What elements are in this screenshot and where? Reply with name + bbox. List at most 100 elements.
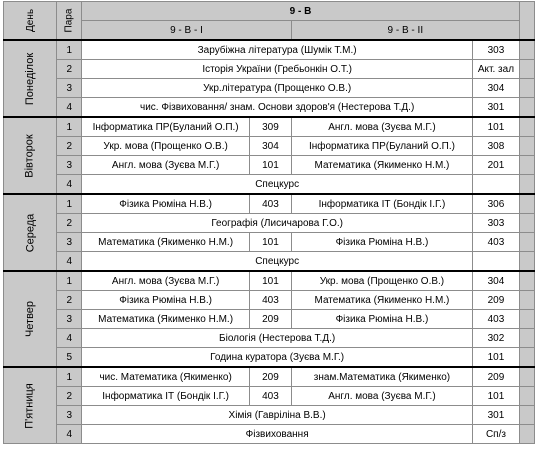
subject-cell-group2: Укр. мова (Прощенко О.В.) <box>290 270 474 291</box>
day-name-cell: Середа <box>2 193 58 272</box>
spare-cell <box>518 213 535 233</box>
subject-cell-group2: Математика (Якименко Н.М.) <box>290 290 474 310</box>
spare-cell <box>518 405 535 425</box>
pair-number: 4 <box>56 251 83 272</box>
subject-cell-group1: чис. Математика (Якименко) <box>81 366 251 387</box>
subject-cell: Спецкурс <box>81 251 474 272</box>
room-cell-group1: 403 <box>249 193 292 214</box>
room-cell-group1: 101 <box>249 232 292 252</box>
spare-cell <box>518 386 535 406</box>
room-cell: 303 <box>472 39 520 60</box>
room-cell-group2: 101 <box>472 116 520 137</box>
room-cell-group2: 101 <box>472 386 520 406</box>
spare-cell <box>518 290 535 310</box>
room-cell-group2: 304 <box>472 270 520 291</box>
subject-cell: Укр.література (Прощенко О.В.) <box>81 78 474 98</box>
header-spare-cell <box>518 1 535 41</box>
room-cell-group1: 304 <box>249 136 292 156</box>
subject-cell-group2: Англ. мова (Зуєва М.Г.) <box>290 116 474 137</box>
pair-number: 2 <box>56 386 83 406</box>
room-cell: 301 <box>472 405 520 425</box>
header-row-top: День Пара 9 - В <box>2 1 535 41</box>
spare-cell <box>518 232 535 252</box>
day-name: Вівторок <box>24 133 37 178</box>
room-cell: Акт. зал <box>472 59 520 79</box>
spare-cell <box>518 59 535 79</box>
room-cell <box>472 251 520 272</box>
subject-cell-group1: Укр. мова (Прощенко О.В.) <box>81 136 251 156</box>
day-name: Четвер <box>24 300 37 338</box>
pair-number: 2 <box>56 290 83 310</box>
room-cell: 303 <box>472 213 520 233</box>
subject-cell: Фізвиховання <box>81 424 474 444</box>
pair-number: 4 <box>56 328 83 348</box>
pair-number: 3 <box>56 155 83 175</box>
spare-cell <box>518 309 535 329</box>
header-row-groups: 9 - В - І 9 - В - ІІ <box>4 20 535 41</box>
pair-number: 2 <box>56 59 83 79</box>
room-cell-group2: 201 <box>472 155 520 175</box>
spare-cell <box>518 270 535 291</box>
pair-number: 2 <box>56 136 83 156</box>
spare-cell <box>518 424 535 444</box>
subject-cell: Географія (Лисичарова Г.О.) <box>81 213 474 233</box>
room-cell-group1: 309 <box>249 116 292 137</box>
spare-cell <box>518 174 535 195</box>
pair-number: 1 <box>56 366 83 387</box>
pair-number: 4 <box>56 424 83 444</box>
subject-cell-group1: Фізика Рюміна Н.В.) <box>81 290 251 310</box>
room-cell-group2: 308 <box>472 136 520 156</box>
pair-number: 2 <box>56 213 83 233</box>
spare-cell <box>518 193 535 214</box>
spare-cell <box>518 116 535 137</box>
day-name: П'ятниця <box>24 382 37 429</box>
subject-cell-group2: Інформатика ІТ (Бондік І.Г.) <box>290 193 474 214</box>
room-cell-group2: 403 <box>472 232 520 252</box>
room-cell-group2: 209 <box>472 290 520 310</box>
pair-number: 1 <box>56 193 83 214</box>
pair-number: 3 <box>56 405 83 425</box>
day-name-cell: Вівторок <box>2 116 58 195</box>
subject-cell-group1: Інформатика ІТ (Бондік І.Г.) <box>81 386 251 406</box>
subject-cell-group1: Англ. мова (Зуєва М.Г.) <box>81 270 251 291</box>
room-cell-group1: 101 <box>249 270 292 291</box>
day-name: Середа <box>24 213 37 252</box>
subject-cell: Спецкурс <box>81 174 474 195</box>
group-header-1: 9 - В - І <box>81 20 292 41</box>
spare-cell <box>518 155 535 175</box>
subject-cell-group1: Математика (Якименко Н.М.) <box>81 309 251 329</box>
subject-cell: Зарубіжна література (Шумік Т.М.) <box>81 39 474 60</box>
group-header-2: 9 - В - ІІ <box>290 20 520 41</box>
room-cell: 302 <box>472 328 520 348</box>
room-cell-group1: 209 <box>249 366 292 387</box>
pair-column-header: Пара <box>56 1 83 41</box>
subject-cell-group2: Математика (Якименко Н.М.) <box>290 155 474 175</box>
day-column-header: День <box>2 1 58 41</box>
spare-cell <box>518 366 535 387</box>
room-cell-group2: 209 <box>472 366 520 387</box>
pair-number: 1 <box>56 270 83 291</box>
pair-number: 1 <box>56 39 83 60</box>
subject-cell-group1: Математика (Якименко Н.М.) <box>81 232 251 252</box>
subject-cell-group2: Англ. мова (Зуєва М.Г.) <box>290 386 474 406</box>
subject-cell-group2: Інформатика ПР(Буланий О.П.) <box>290 136 474 156</box>
spare-cell <box>518 251 535 272</box>
subject-cell-group1: Англ. мова (Зуєва М.Г.) <box>81 155 251 175</box>
spare-cell <box>518 97 535 118</box>
room-cell: 301 <box>472 97 520 118</box>
